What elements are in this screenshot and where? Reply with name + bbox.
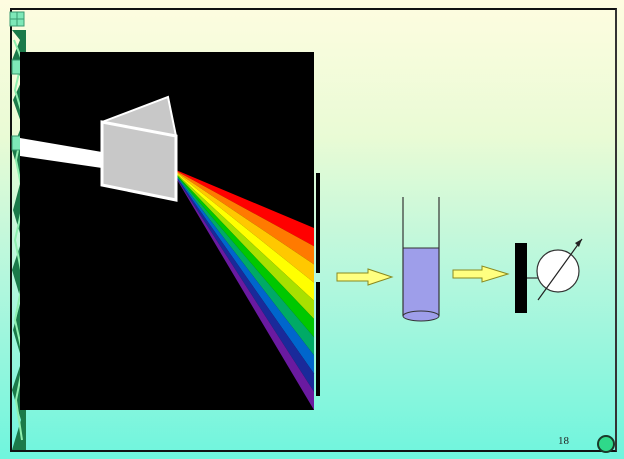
spectrum-band xyxy=(176,174,314,338)
spectrum-band xyxy=(176,174,314,356)
slit-upper xyxy=(316,173,320,273)
spectrum-band xyxy=(176,173,314,319)
spectrum-band xyxy=(176,177,314,410)
arrow-to-detector xyxy=(452,265,510,283)
prism-icon xyxy=(100,95,178,202)
slide-frame xyxy=(10,8,617,452)
nav-circle-icon[interactable] xyxy=(597,435,615,453)
spectrum-band xyxy=(176,170,314,265)
meter-icon xyxy=(536,238,583,301)
spectrum-band xyxy=(176,176,314,392)
spectrum-band xyxy=(176,171,314,283)
detector-icon xyxy=(515,243,527,313)
spectrum-fan xyxy=(176,170,314,410)
cuvette xyxy=(402,197,440,322)
page-number: 18 xyxy=(558,435,569,447)
spectrum-band xyxy=(176,175,314,374)
spectrum-band xyxy=(176,170,314,247)
incoming-light-beam xyxy=(20,138,102,168)
slit-lower xyxy=(316,282,320,396)
arrow-to-sample xyxy=(336,268,394,286)
spectrum-band xyxy=(176,172,314,301)
